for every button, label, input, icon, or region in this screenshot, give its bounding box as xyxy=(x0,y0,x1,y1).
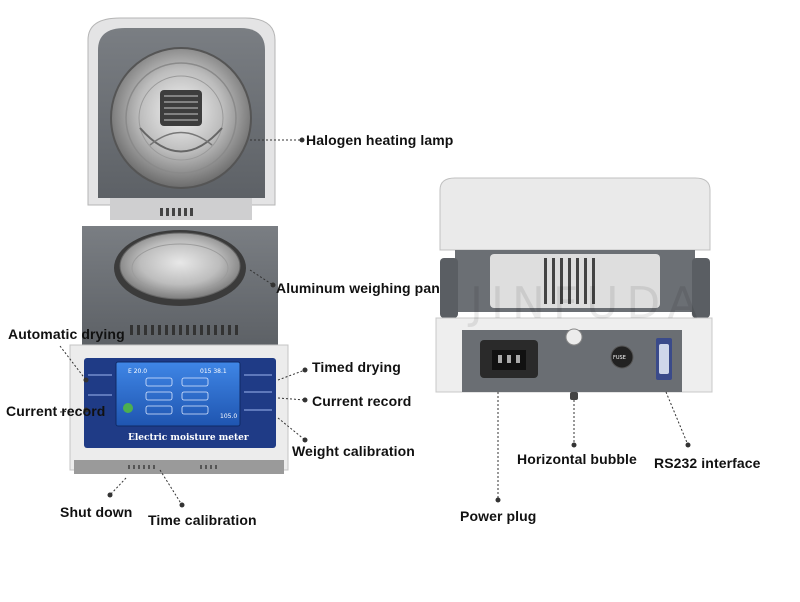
callout-current-record-left: Current record xyxy=(6,403,106,419)
screen-temp: 105.0 xyxy=(220,413,237,420)
callout-time-calibration: Time calibration xyxy=(148,512,257,528)
screen-status-right: 015 38.1 xyxy=(200,368,227,375)
callout-power-plug: Power plug xyxy=(460,508,537,524)
callout-timed-drying: Timed drying xyxy=(312,359,401,375)
moisture-meter-rear: FUSE JINFUDA xyxy=(435,177,713,400)
callout-current-record-right: Current record xyxy=(312,393,412,409)
touchscreen: E 20.0 015 38.1 105.0 xyxy=(115,361,241,427)
callout-automatic-drying: Automatic drying xyxy=(8,326,125,342)
callout-rs232: RS232 interface xyxy=(654,455,761,471)
watermark: JINFUDA xyxy=(467,278,706,329)
screen-button-1[interactable] xyxy=(145,377,173,387)
callout-shut-down: Shut down xyxy=(60,504,133,520)
fuse-holder: FUSE xyxy=(610,345,634,369)
fuse-label: FUSE xyxy=(613,355,626,361)
panel-label: Electric moisture meter xyxy=(128,433,249,443)
screen-button-4[interactable] xyxy=(181,391,209,401)
screen-button-3[interactable] xyxy=(145,391,173,401)
moisture-meter-front: E 20.0 015 38.1 105.0 Electric moisture … xyxy=(69,17,289,474)
callout-weighing-pan: Aluminum weighing pan xyxy=(276,280,440,296)
screen-button-6[interactable] xyxy=(181,405,209,415)
screen-button-5[interactable] xyxy=(145,405,173,415)
power-button-icon[interactable] xyxy=(123,403,133,413)
weighing-pan xyxy=(114,230,246,306)
rs232-port xyxy=(656,338,672,380)
callout-weight-calibration: Weight calibration xyxy=(292,443,415,459)
callout-horizontal-bubble: Horizontal bubble xyxy=(517,451,637,467)
callout-halogen-lamp: Halogen heating lamp xyxy=(306,132,454,148)
screen-status-left: E 20.0 xyxy=(128,368,147,375)
power-socket xyxy=(480,340,538,378)
halogen-lamp-reflector xyxy=(110,47,252,189)
screen-button-2[interactable] xyxy=(181,377,209,387)
